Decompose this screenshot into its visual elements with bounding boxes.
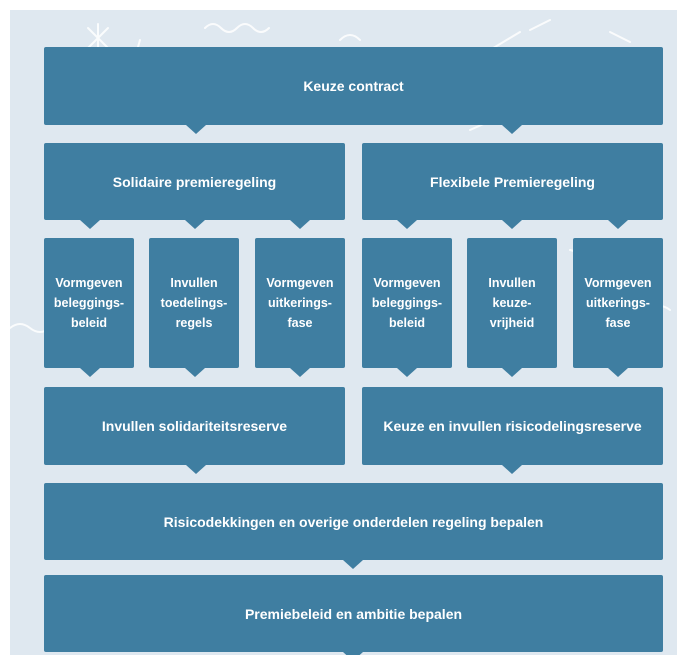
risicodelingsreserve-label: Keuze en invullen risicodelingsreserve [383, 418, 642, 434]
arrow-from-left-step-2 [185, 368, 205, 377]
arrow-to-left-step-1 [80, 220, 100, 229]
risicodelingsreserve-box: Keuze en invullen risicodelingsreserve [362, 387, 663, 465]
risicodekkingen-label: Risicodekkingen en overige onderdelen re… [163, 513, 544, 530]
arrow-to-solidaire [186, 125, 206, 134]
arrow-from-right-step-3 [608, 368, 628, 377]
keuze-contract-label: Keuze contract [303, 78, 404, 94]
solidaire-premieregeling-box: Solidaire premieregeling [44, 143, 345, 220]
arrow-from-risicodelingsreserve [502, 465, 522, 474]
right-step-1-label: Vormgeven beleggings- beleid [371, 276, 443, 330]
solidariteitsreserve-box: Invullen solidariteitsreserve [44, 387, 345, 465]
left-step-toedelingsregels: Invullen toedelings- regels [149, 238, 239, 368]
right-step-keuzevrijheid: Invullen keuze- vrijheid [467, 238, 557, 368]
flexibele-premieregeling-label: Flexibele Premieregeling [430, 173, 595, 190]
arrow-to-flexibele [502, 125, 522, 134]
arrow-from-solidariteitsreserve [186, 465, 206, 474]
flexibele-premieregeling-box: Flexibele Premieregeling [362, 143, 663, 220]
premiebeleid-label: Premiebeleid en ambitie bepalen [244, 605, 463, 622]
right-step-uitkeringsfase: Vormgeven uitkerings- fase [573, 238, 663, 368]
arrow-from-right-step-1 [397, 368, 417, 377]
arrow-from-left-step-3 [290, 368, 310, 377]
left-step-3-label: Vormgeven uitkerings- fase [266, 276, 334, 330]
right-step-3-label: Vormgeven uitkerings- fase [584, 276, 652, 330]
right-step-2-label: Invullen keuze- vrijheid [488, 276, 536, 330]
right-step-beleggingsbeleid: Vormgeven beleggings- beleid [362, 238, 452, 368]
left-step-2-label: Invullen toedelings- regels [160, 276, 228, 330]
arrow-to-left-step-2 [185, 220, 205, 229]
solidariteitsreserve-label: Invullen solidariteitsreserve [101, 418, 288, 434]
arrow-from-left-step-1 [80, 368, 100, 377]
keuze-contract-box: Keuze contract [44, 47, 663, 125]
arrow-to-right-step-2 [502, 220, 522, 229]
left-step-1-label: Vormgeven beleggings- beleid [53, 276, 125, 330]
premiebeleid-box: Premiebeleid en ambitie bepalen [44, 575, 663, 652]
left-step-uitkeringsfase: Vormgeven uitkerings- fase [255, 238, 345, 368]
arrow-to-premiebeleid [343, 560, 363, 569]
arrow-to-right-step-3 [608, 220, 628, 229]
risicodekkingen-box: Risicodekkingen en overige onderdelen re… [44, 483, 663, 560]
arrow-from-premiebeleid [343, 652, 363, 655]
arrow-to-right-step-1 [397, 220, 417, 229]
arrow-to-left-step-3 [290, 220, 310, 229]
left-step-beleggingsbeleid: Vormgeven beleggings- beleid [44, 238, 134, 368]
solidaire-premieregeling-label: Solidaire premieregeling [112, 173, 277, 190]
diagram-canvas: Keuze contract Solidaire premieregeling … [10, 10, 677, 655]
arrow-from-right-step-2 [502, 368, 522, 377]
